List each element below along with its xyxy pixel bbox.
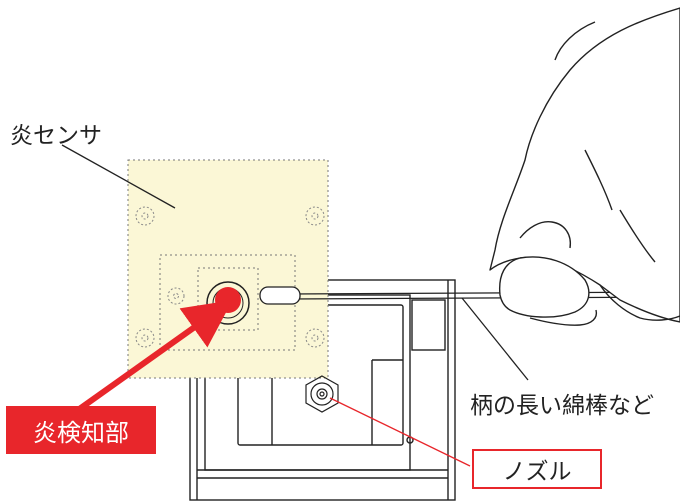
flame-sensor-label: 炎センサ: [10, 123, 102, 149]
nozzle-leader-line: [329, 397, 471, 467]
flame-sensor-board: [127, 159, 329, 379]
hand-illustration: [489, 7, 680, 326]
nozzle-icon: [305, 375, 339, 413]
swab-label: 柄の長い綿棒など: [470, 393, 654, 419]
flame-detector-label: 炎検知部: [6, 406, 156, 454]
swab-leader-line: [461, 297, 529, 381]
flame-detector-dot: [206, 281, 250, 325]
cotton-swab: [259, 286, 680, 305]
nozzle-label: ノズル: [472, 449, 602, 489]
detector-arrow: [76, 300, 233, 413]
sensor-leader-line: [61, 144, 176, 209]
